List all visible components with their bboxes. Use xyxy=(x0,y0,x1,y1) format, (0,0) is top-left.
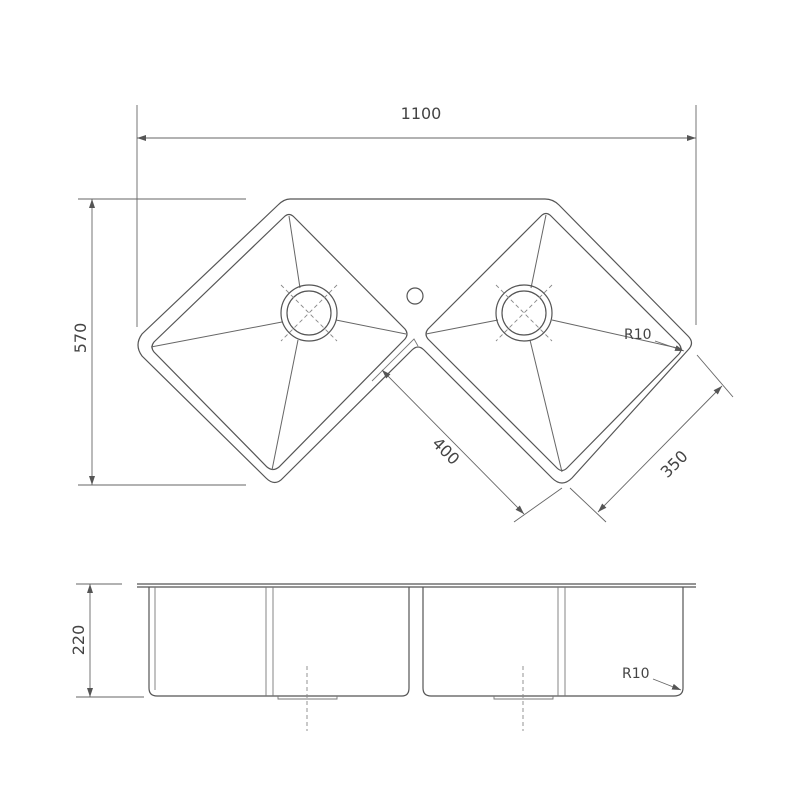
side-right-bowl xyxy=(422,587,684,697)
right-bowl-ribs xyxy=(425,214,683,473)
dimension-bowl-width: 350 xyxy=(569,354,734,523)
left-bowl-ribs xyxy=(150,215,407,471)
dimension-bowl-height: 220 xyxy=(69,583,144,698)
plan-view xyxy=(137,198,693,484)
right-bowl-outline xyxy=(425,212,682,472)
dimension-bowl-width-label: 350 xyxy=(657,447,692,482)
dimension-overall-width: 1100 xyxy=(136,104,697,327)
side-left-drain xyxy=(277,696,338,700)
side-view xyxy=(137,583,696,731)
side-right-drain xyxy=(493,696,554,700)
callout-corner-radius-side-label: R10 xyxy=(622,666,650,682)
callout-corner-radius-side: R10 xyxy=(622,666,682,691)
sink-rim-outline xyxy=(137,198,693,484)
tap-hole xyxy=(406,287,424,305)
dimension-overall-depth: 570 xyxy=(71,198,246,486)
dimension-overall-depth-label: 570 xyxy=(71,323,90,354)
left-bowl-outline xyxy=(151,213,408,471)
callout-corner-radius-top-label: R10 xyxy=(624,327,652,343)
dimension-bowl-height-label: 220 xyxy=(69,625,88,656)
left-drain xyxy=(280,284,338,342)
right-drain xyxy=(495,284,553,342)
side-left-bowl xyxy=(148,587,410,697)
dimension-bowl-length-label: 400 xyxy=(428,434,463,469)
center-divider xyxy=(371,338,419,382)
callout-corner-radius-top: R10 xyxy=(624,327,685,352)
dimension-overall-width-label: 1100 xyxy=(401,104,442,123)
